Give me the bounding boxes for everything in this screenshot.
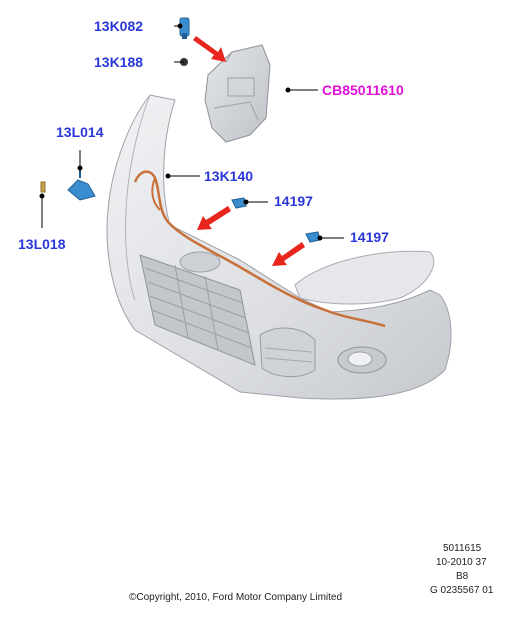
label-14197-lower: 14197 — [350, 229, 389, 245]
assembly-arrows — [193, 36, 305, 266]
footer-code-2: 10-2010 37 — [436, 557, 487, 568]
footer-code-3: B8 — [456, 571, 469, 582]
washer-reservoir — [204, 44, 271, 143]
copyright-notice: ©Copyright, 2010, Ford Motor Company Lim… — [129, 592, 343, 603]
label-14197-upper: 14197 — [274, 193, 313, 209]
label-13k082: 13K082 — [94, 18, 144, 34]
label-cb85011610: CB85011610 — [322, 82, 404, 98]
wiring-harness — [133, 170, 386, 328]
headlamp-washer-bracket — [67, 168, 96, 201]
label-13l014: 13L014 — [56, 124, 104, 140]
front-bumper-cover — [106, 94, 452, 400]
footer-code-1: 5011615 — [443, 543, 482, 554]
label-13k140: 13K140 — [204, 168, 254, 184]
leader-lines — [39, 23, 344, 241]
lower-grille — [139, 254, 256, 366]
footer-code-4: G 0235567 01 — [430, 585, 494, 596]
washer-pump — [179, 17, 190, 39]
label-13l018: 13L018 — [18, 236, 66, 252]
label-13k188: 13K188 — [94, 54, 144, 70]
jet-retainer — [40, 181, 46, 193]
washer-jet-right — [231, 197, 247, 209]
